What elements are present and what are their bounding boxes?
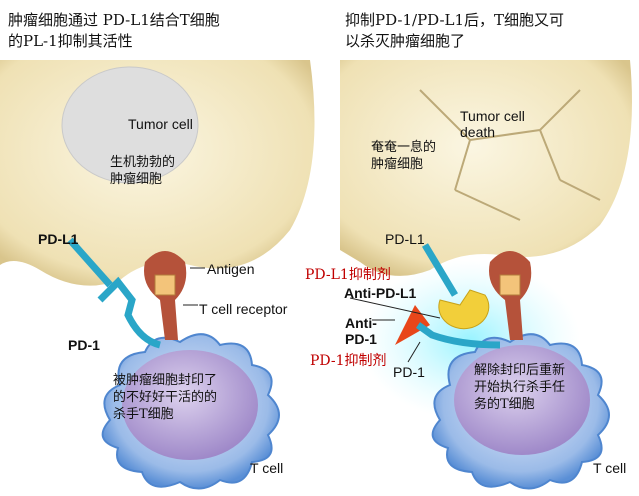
- antigen-left: [154, 274, 176, 296]
- pdl1-left: [67, 237, 113, 288]
- anti-pd1: [395, 305, 430, 345]
- pdl1-label-left: PD-L1: [38, 231, 79, 247]
- pd1-right: [415, 322, 501, 349]
- antigen-right: [499, 274, 521, 296]
- left-title: 肿瘤细胞通过 PD-L1结合T细胞的PL-1抑制其活性: [8, 11, 220, 50]
- pd1-left: [97, 276, 162, 349]
- tumor-desc-left: 生机勃勃的肿瘤细胞: [110, 155, 176, 187]
- crack-lines: [419, 89, 601, 221]
- tcell-label-right: T cell: [593, 460, 627, 476]
- tcell-nucleus-left: [122, 350, 258, 460]
- pd1-inhibitor-label: PD-1抑制剂: [310, 353, 387, 369]
- pdl1-inhibitor-label: PD-L1抑制剂: [305, 267, 391, 283]
- pdl1-label-right: PD-L1: [385, 231, 425, 247]
- pd1-label-right: PD-1: [393, 364, 425, 380]
- anti-pd1-label: Anti-PD-1: [345, 315, 377, 347]
- pdl1-right: [421, 243, 459, 297]
- tcr-label: T cell receptor: [199, 301, 288, 317]
- anti-pdl1: [438, 289, 490, 330]
- tcell-nucleus-right: [454, 345, 590, 455]
- leader-lines: [183, 267, 441, 363]
- tumor-desc-right: 奄奄一息的肿瘤细胞: [371, 140, 437, 172]
- anti-pdl1-label: Anti-PD-L1: [344, 285, 417, 301]
- tumor-cell-label: Tumor cell: [128, 116, 193, 132]
- tcell-desc-left: 被肿瘤细胞封印了的不好好干活的的杀手T细胞: [113, 373, 218, 422]
- tcell-desc-right: 解除封印后重新开始执行杀手任务的T细胞: [474, 363, 566, 412]
- antigen-label: Antigen: [207, 261, 255, 277]
- tumor-nucleus-left: [61, 66, 199, 184]
- pd1-label-left: PD-1: [68, 337, 100, 353]
- right-title: 抑制PD-1/PD-L1后，T细胞又可以杀灭肿瘤细胞了: [345, 11, 565, 50]
- tcell-label-left: T cell: [250, 460, 284, 476]
- tumor-cell-right: [340, 60, 632, 276]
